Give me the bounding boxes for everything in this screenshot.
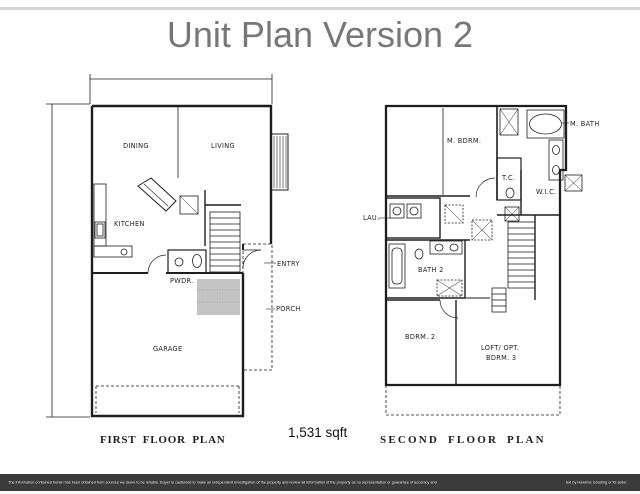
first-floor-caption: FIRST FLOOR PLAN [100, 434, 226, 446]
fireplace [270, 133, 289, 191]
toilet-icon [192, 254, 202, 268]
sink-icon [552, 165, 560, 175]
room-label-bath-2: BATH 2 [418, 266, 444, 274]
room-label-master-bedroom: M. BDRM. [447, 137, 481, 145]
window-box [564, 174, 583, 192]
linen-closet-mark [436, 279, 463, 297]
room-label-dining: DINING [123, 142, 149, 150]
pantry [179, 195, 199, 215]
room-label-entry: ENTRY [277, 260, 300, 268]
room-label-toilet-closet: T.C. [501, 174, 515, 182]
skylight [471, 219, 493, 241]
entry-porch [242, 243, 276, 371]
garage-fixtures [95, 385, 240, 413]
kitchen-fixtures [93, 177, 241, 258]
bathtub-icon [391, 247, 403, 285]
disclaimer-bar: The information contained herein has bee… [0, 474, 640, 491]
master-tub-surround [526, 109, 565, 139]
master-suite [386, 106, 583, 222]
disclaimer-text-end: ted by Hawkins Gooding or its seller. [566, 480, 628, 485]
shower-mark [499, 108, 519, 136]
laundry-area [378, 197, 493, 241]
square-footage: 1,531 sqft [288, 425, 348, 440]
entry-door-swing [242, 249, 262, 269]
sink-icon [174, 257, 184, 267]
bathtub-icon [529, 113, 562, 135]
dryer-drum [409, 206, 419, 216]
first-floor-depth-dimension [46, 103, 90, 418]
room-label-laundry: LAU. [363, 214, 379, 222]
powder-hatched-area [197, 279, 240, 315]
room-label-walk-in-closet: W.I.C. [536, 188, 556, 196]
kitchen-sink-basin [96, 223, 104, 237]
bath-2-tub [388, 243, 406, 289]
bath-2-fixtures [386, 239, 470, 299]
room-label-living: LIVING [211, 142, 235, 150]
top-rule [0, 7, 640, 10]
kitchen-lower-counter [93, 245, 133, 258]
washer-icon [389, 203, 405, 219]
second-floor-caption: SECOND FLOOR PLAN [380, 434, 546, 446]
master-vanity [548, 139, 564, 181]
skylight-mark [471, 219, 493, 241]
room-label-bedroom-2: BDRM. 2 [405, 333, 435, 341]
first-floor-width-dimension [89, 74, 273, 104]
powder-room-walls [167, 249, 207, 274]
porch-outline [242, 243, 273, 371]
toilet-icon [505, 187, 515, 199]
room-label-master-bath: M. BATH [570, 120, 600, 128]
kitchen-island-edge [143, 183, 169, 207]
first-floor-exterior-wall [92, 104, 273, 244]
second-floor-stairs [491, 215, 536, 313]
skylight-mark [444, 204, 464, 224]
kitchen-counter [93, 183, 107, 247]
linen-closet [436, 279, 463, 297]
master-shower [499, 108, 519, 136]
window-box-mark [564, 174, 583, 192]
garage-exterior-wall [90, 106, 245, 418]
room-label-garage: GARAGE [153, 345, 182, 353]
first-floor-plan: DINING LIVING KITCHEN PWDR. ENTRY PORCH … [46, 74, 300, 418]
page-title: Unit Plan Version 2 [166, 14, 474, 55]
kitchen-island [137, 177, 177, 212]
master-door-swing [475, 177, 496, 198]
second-floor-plan: M. BDRM. M. BATH T.C. W.I.C. LAU. BATH 2… [363, 104, 600, 416]
garage-door-swing [147, 254, 167, 274]
cooktop-burner [120, 248, 128, 256]
pantry-mark [179, 195, 199, 215]
hall-closet-mark [504, 206, 520, 222]
room-label-kitchen: KITCHEN [114, 220, 145, 228]
dryer-icon [406, 203, 422, 219]
kitchen-sink [94, 221, 106, 239]
skylight [444, 204, 464, 224]
stair-outline [507, 221, 536, 289]
second-floor-exterior-wall [384, 104, 568, 387]
first-floor-stairs [209, 211, 241, 273]
sink-icon [552, 145, 560, 155]
room-label-bedroom-3: BDRM. 3 [486, 354, 516, 362]
lower-roof-outline [385, 384, 561, 416]
fireplace-outline [270, 133, 289, 191]
toilet-icon [414, 248, 424, 260]
room-label-powder: PWDR. [170, 277, 194, 285]
bedroom-walls [386, 297, 490, 385]
disclaimer-text: The information contained herein has bee… [8, 480, 437, 485]
sink-icon [449, 243, 459, 252]
sink-icon [434, 243, 444, 252]
room-label-loft: LOFT/ OPT. [481, 344, 519, 352]
powder-room [167, 249, 207, 274]
room-label-porch: PORCH [276, 305, 300, 313]
washer-drum [392, 206, 402, 216]
bath-2-vanity [429, 240, 463, 255]
hall-closet [504, 206, 520, 222]
